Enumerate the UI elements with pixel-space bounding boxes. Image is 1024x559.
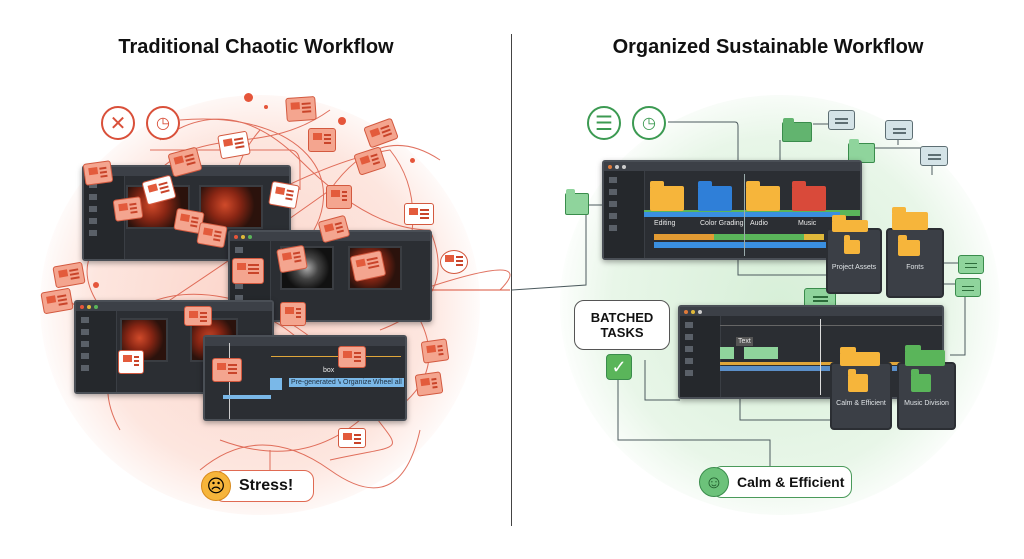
folder-icon: [905, 345, 945, 366]
document-card: [212, 358, 242, 382]
divider: [511, 34, 512, 526]
folder-label: Audio: [750, 220, 768, 227]
calm-efficient-panel[interactable]: Calm & Efficient: [830, 347, 892, 430]
note-card: [268, 180, 300, 210]
close-card: [326, 185, 352, 209]
timeline-clip[interactable]: [720, 347, 734, 359]
refresh-icon: [440, 250, 468, 274]
document-card: [828, 110, 855, 130]
folder-label: Editing: [654, 220, 676, 227]
folder-icon: [840, 347, 880, 366]
document-card: [420, 338, 450, 364]
dot: [244, 93, 253, 102]
timeline-clip[interactable]: [744, 347, 778, 359]
document-card: [308, 128, 336, 152]
timeline-clip[interactable]: [804, 234, 824, 240]
organized-editor-window: Editing Color Grading Audio Music: [602, 160, 862, 260]
document-card: [338, 346, 366, 368]
video-preview: [199, 185, 263, 229]
checkmark-icon: ✓: [606, 354, 632, 380]
folder-music[interactable]: [792, 181, 826, 211]
note-card: [404, 203, 434, 225]
dot: [264, 105, 268, 109]
callout-line: BATCHED: [590, 310, 654, 325]
document-card: [958, 255, 984, 274]
folder-icon: [565, 189, 589, 215]
music-division-panel[interactable]: Music Division: [897, 345, 956, 430]
timeline-clip[interactable]: Organized: [341, 378, 378, 387]
batched-tasks-callout: BATCHED TASKS: [574, 300, 670, 350]
timeline-window: box Pre-generated Video Organized Wheel …: [203, 335, 407, 421]
timeline-clip[interactable]: [270, 378, 282, 390]
document-card: [885, 120, 913, 140]
folder-icon: [911, 369, 931, 392]
folder-editing[interactable]: [650, 181, 684, 211]
folder-icon: [898, 235, 920, 256]
calm-label: Calm & Efficient: [737, 474, 845, 490]
warning-card: [276, 244, 308, 274]
smile-card: [232, 258, 264, 284]
folder-icon: [892, 207, 928, 230]
panel-label: Calm & Efficient: [836, 400, 886, 407]
folder-icon: [832, 215, 868, 232]
timeline-clip[interactable]: Pre-generated Video: [289, 378, 358, 387]
document-card: [920, 146, 948, 166]
folder-icon: [782, 118, 812, 142]
panel-label: Music Division: [904, 400, 949, 407]
fonts-panel[interactable]: Fonts: [886, 207, 944, 298]
timeline-clip[interactable]: Wheel all: [371, 378, 404, 387]
smile-face-icon: ☺: [699, 467, 729, 497]
close-icon: ✕: [101, 106, 135, 140]
chart-card: [217, 130, 251, 160]
calm-badge: ☺ Calm & Efficient: [699, 466, 852, 498]
right-title: Organized Sustainable Workflow: [612, 36, 924, 58]
document-card: [280, 302, 306, 326]
project-assets-panel[interactable]: Project Assets: [826, 215, 882, 294]
document-card: [196, 221, 228, 249]
playhead[interactable]: [744, 174, 745, 256]
menu-icon: ☰: [587, 106, 621, 140]
playhead[interactable]: [820, 319, 821, 395]
folder-icon: [848, 369, 868, 392]
folder-audio[interactable]: [746, 181, 780, 211]
sad-face-icon: ☹: [201, 471, 231, 501]
panel-label: Fonts: [906, 264, 924, 271]
stress-label: Stress!: [239, 477, 294, 494]
timeline-clip[interactable]: [223, 395, 271, 399]
close-card: [118, 350, 144, 374]
panel-label: Project Assets: [831, 264, 877, 271]
left-title: Traditional Chaotic Workflow: [118, 36, 394, 58]
document-card: [414, 371, 444, 397]
clock-icon: ◷: [146, 106, 180, 140]
folder-color-grading[interactable]: [698, 181, 732, 211]
document-card: [285, 95, 317, 123]
document-card: [955, 278, 981, 297]
dot: [338, 117, 346, 125]
folder-label: Music: [798, 220, 817, 227]
folder-label: Color Grading: [700, 220, 744, 227]
folder-icon: [844, 235, 860, 254]
dot: [410, 158, 415, 163]
dot: [93, 282, 99, 288]
clip-label: box: [323, 367, 335, 374]
workflow-card: [82, 160, 114, 186]
clock-icon: ◷: [632, 106, 666, 140]
document-card: [184, 306, 212, 326]
timeline-clip[interactable]: [714, 234, 804, 240]
text-label: Text: [736, 337, 753, 346]
stress-badge: ☹ Stress!: [201, 470, 314, 502]
timeline-clip[interactable]: [654, 234, 714, 240]
document-card: [112, 196, 144, 222]
callout-line: TASKS: [600, 325, 644, 340]
chart-card: [338, 428, 366, 448]
